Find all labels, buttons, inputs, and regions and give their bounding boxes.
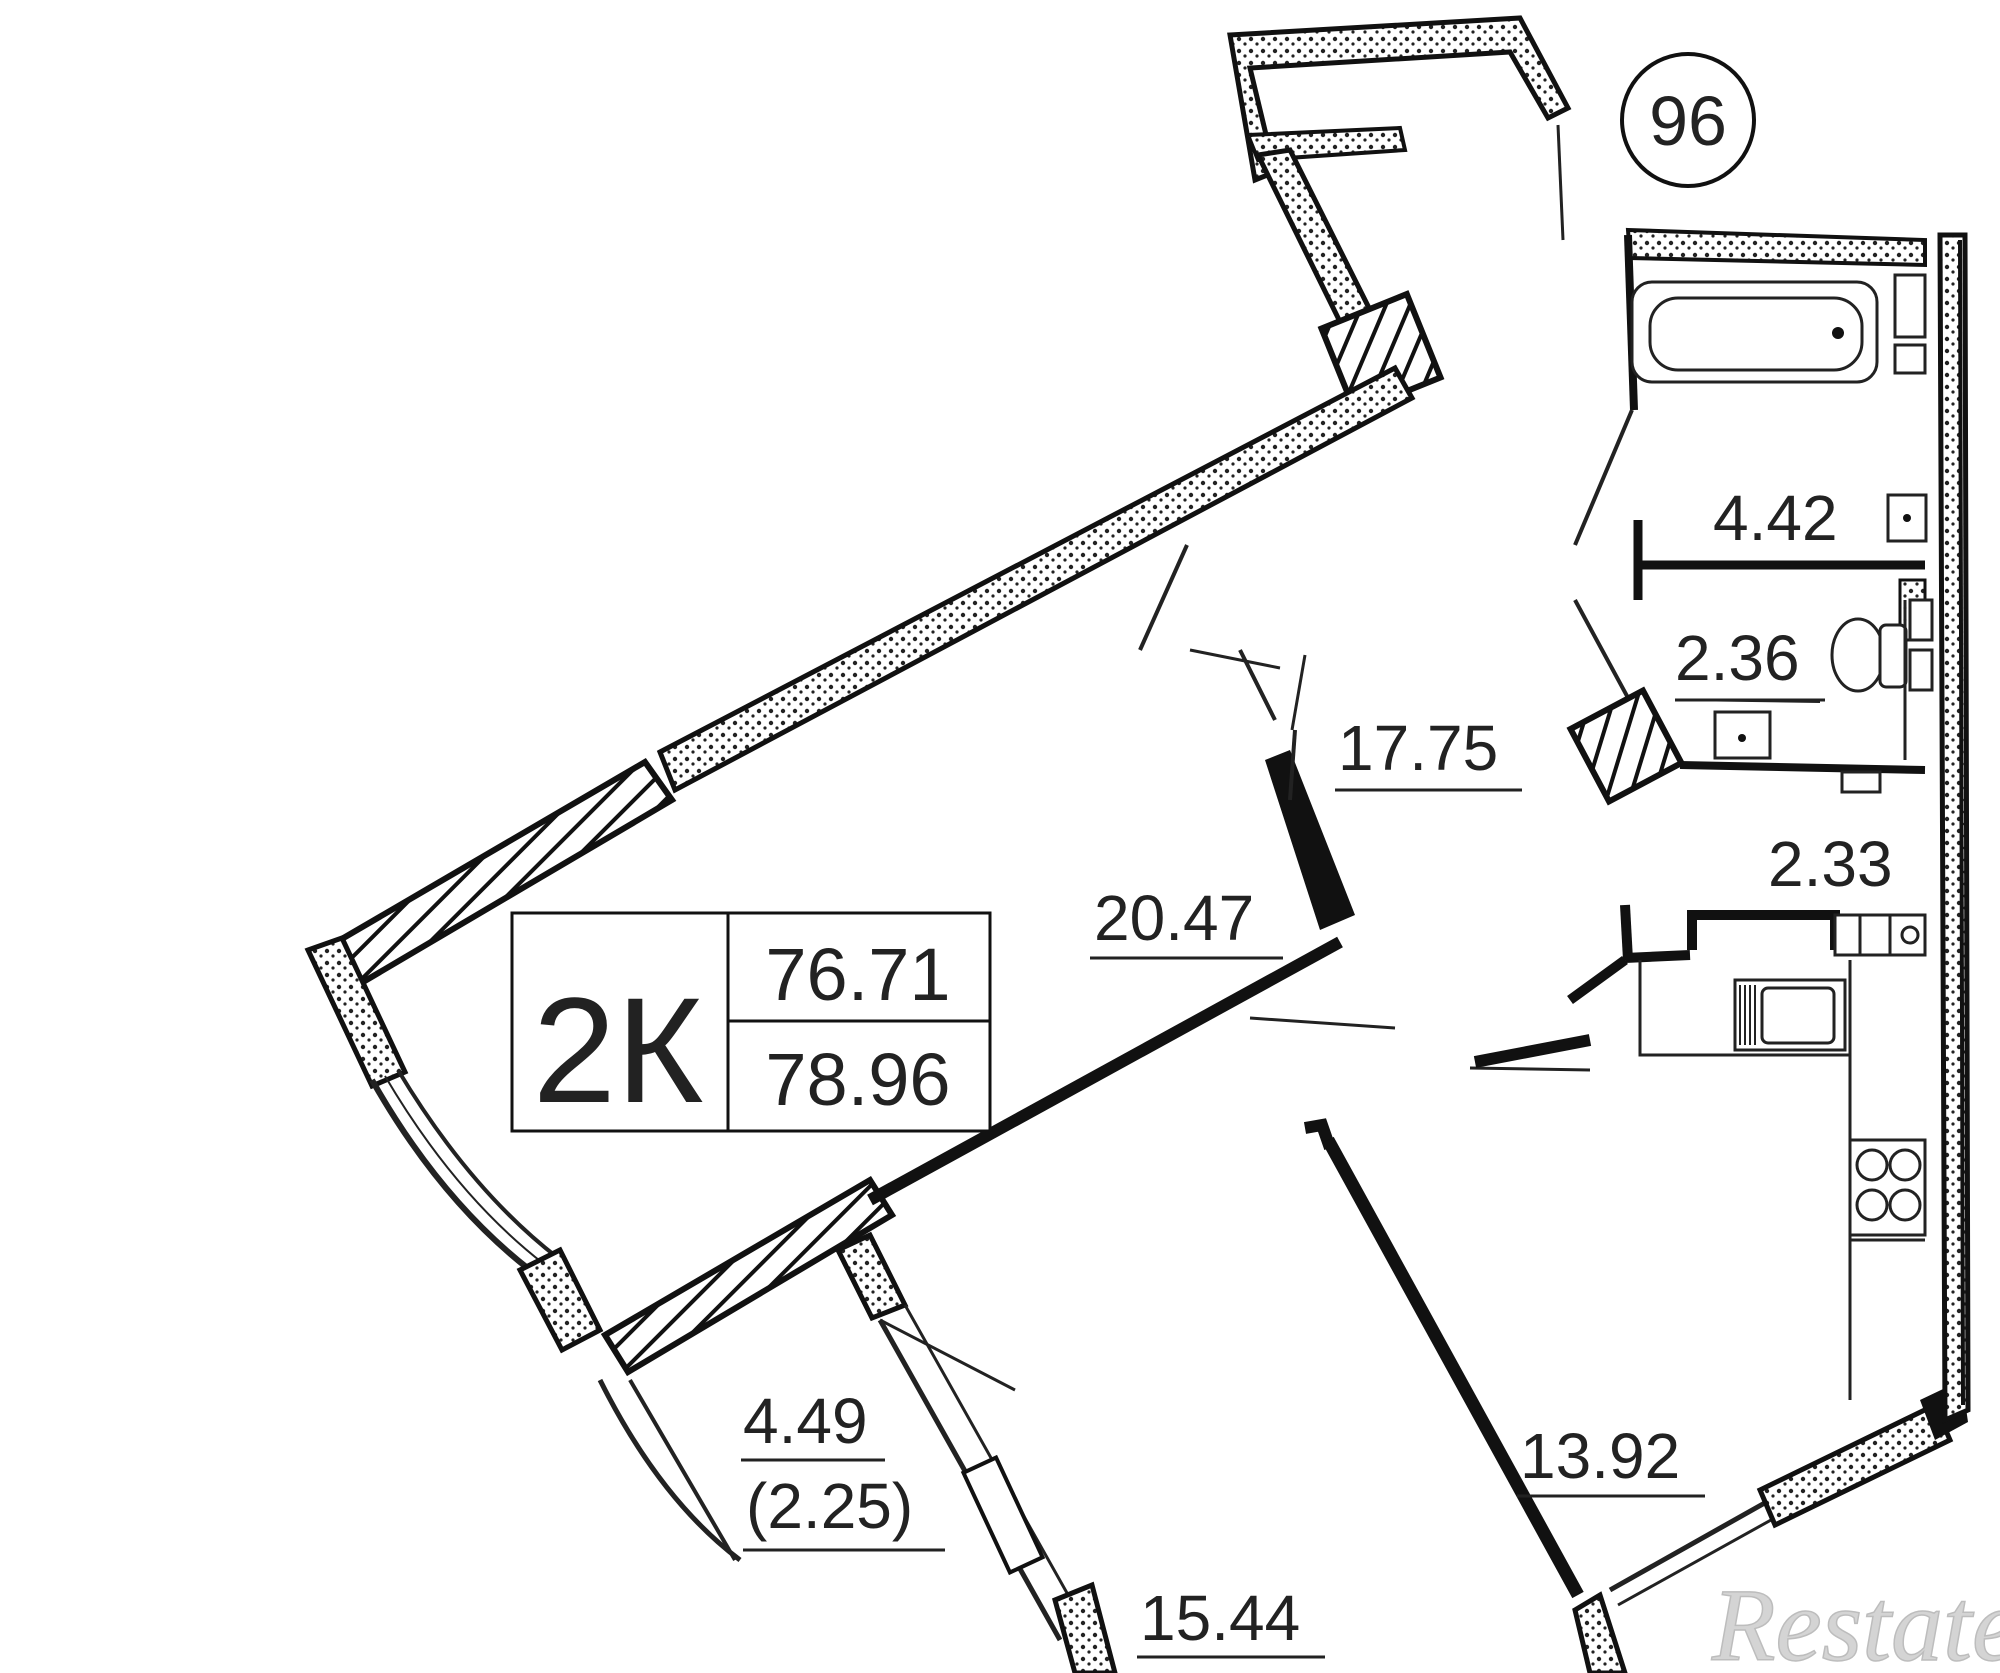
stove-icon — [1848, 1138, 1927, 1237]
toilet-icon — [1830, 617, 1886, 693]
toilet-area: 2.36 — [1675, 622, 1800, 694]
closet-block — [1567, 770, 1927, 1005]
drain-icon — [1832, 327, 1844, 339]
unit-number: 96 — [1649, 82, 1727, 160]
balcony-reduced-area: (2.25) — [746, 1470, 913, 1542]
kitchen-bedroom-partition — [1303, 1034, 1592, 1599]
apartment-summary: 2К 76.71 78.96 — [510, 911, 992, 1134]
kitchen-sink-icon — [1733, 978, 1847, 1052]
east-wall — [1937, 232, 1971, 1424]
toilet-block — [1566, 598, 1934, 806]
hallway-area: 17.75 — [1338, 712, 1498, 784]
kitchen-area: 13.92 — [1520, 1420, 1680, 1492]
bathroom-block — [1573, 227, 1928, 721]
living-bedroom-partition — [600, 544, 1396, 1377]
balcony-area: 4.49 — [743, 1385, 868, 1457]
watermark: Restate — [1711, 1568, 2000, 1673]
bedroom-area: 15.44 — [1140, 1582, 1300, 1654]
west-facade — [369, 1068, 742, 1562]
living-room-north-wall — [304, 364, 1416, 1090]
living-area-value: 76.71 — [765, 933, 950, 1016]
closet-area: 2.33 — [1768, 828, 1893, 900]
living-room-area: 20.47 — [1094, 882, 1254, 954]
total-area-value: 78.96 — [765, 1038, 950, 1121]
room-labels: 4.42 2.36 2.33 17.75 20.47 13.92 15.44 4… — [741, 482, 1893, 1659]
apartment-type: 2К — [533, 966, 704, 1134]
entry-wall — [1227, 15, 1572, 416]
bathroom-area: 4.42 — [1713, 482, 1838, 554]
kitchen-counter — [1638, 960, 1927, 1400]
south-facade — [1572, 1380, 1968, 1673]
balcony-partition — [628, 1231, 1118, 1673]
unit-number-badge: 96 — [1620, 52, 1756, 188]
